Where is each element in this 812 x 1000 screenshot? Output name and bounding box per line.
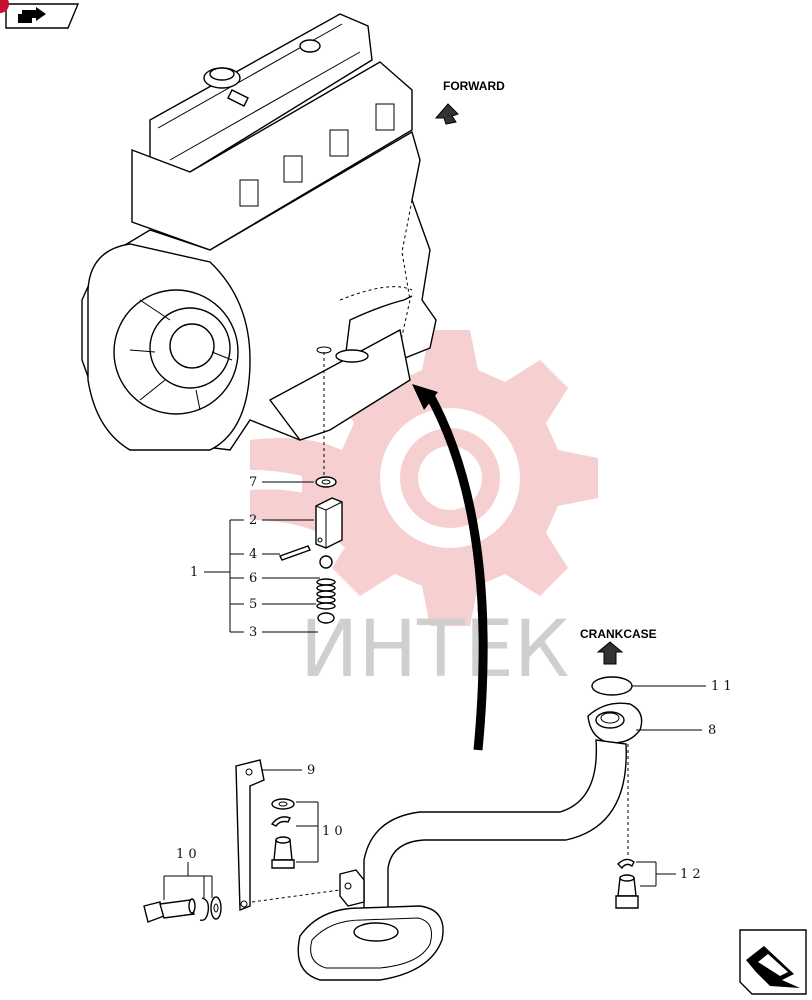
callout-4: 4 bbox=[249, 547, 257, 562]
callout-10-upper: 1 0 bbox=[322, 824, 343, 839]
callout-lines-valve bbox=[204, 481, 320, 633]
callout-12: 1 2 bbox=[680, 867, 701, 882]
forward-label: FORWARD bbox=[443, 79, 505, 93]
assembly-arrow bbox=[412, 384, 488, 751]
callout-3: 3 bbox=[249, 625, 257, 640]
next-page-arrow-icon[interactable] bbox=[0, 0, 80, 29]
callout-9: 9 bbox=[307, 763, 315, 778]
bolt-hardware-12 bbox=[615, 858, 639, 909]
crankcase-label: CRANKCASE bbox=[580, 627, 657, 641]
relief-valve-parts bbox=[279, 476, 343, 624]
callout-7: 7 bbox=[249, 475, 257, 490]
callout-5: 5 bbox=[249, 597, 257, 612]
o-ring bbox=[591, 676, 633, 696]
callout-10-left: 1 0 bbox=[176, 847, 197, 862]
engine-block bbox=[81, 13, 437, 480]
callout-6: 6 bbox=[249, 571, 257, 586]
callout-1: 1 bbox=[190, 565, 198, 580]
callout-11: 1 1 bbox=[711, 679, 732, 694]
callout-8: 8 bbox=[708, 723, 716, 738]
callout-2: 2 bbox=[249, 513, 257, 528]
mounting-bracket bbox=[235, 759, 341, 912]
next-page-arrow-icon-bottom[interactable] bbox=[739, 929, 807, 995]
bolt-hardware-left bbox=[143, 896, 222, 923]
watermark-gear bbox=[250, 330, 598, 626]
watermark-text: ИНТЕК bbox=[300, 605, 569, 695]
forward-direction-arrow-icon bbox=[434, 103, 459, 125]
bolt-hardware-upper bbox=[270, 798, 295, 869]
crankcase-direction-arrow-icon bbox=[596, 641, 624, 665]
oil-pickup-tube bbox=[297, 702, 643, 981]
